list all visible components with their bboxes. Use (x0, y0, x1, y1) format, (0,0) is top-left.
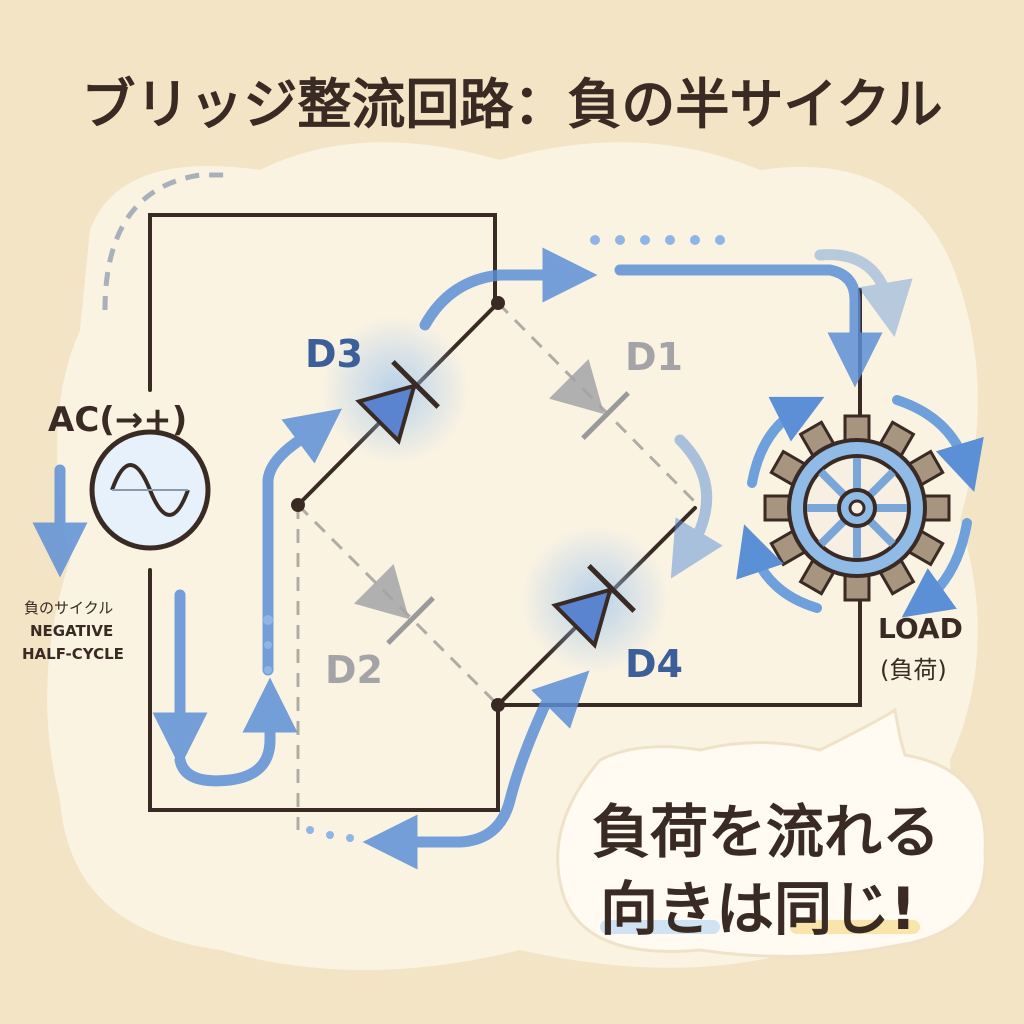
dashed-arrow-top (102, 172, 225, 311)
cycle-note-en1: NEGATIVE (30, 622, 114, 640)
diode-d2 (353, 563, 435, 645)
diode-d4 (551, 564, 636, 649)
ac-source (89, 429, 211, 551)
cycle-note-jp: 負のサイクル (24, 599, 114, 617)
cycle-note-en2: HALF-CYCLE (22, 645, 124, 663)
nodes (291, 296, 505, 712)
page-title: ブリッジ整流回路：負の半サイクル (81, 73, 943, 136)
speech-bubble (556, 707, 987, 958)
load-label: LOAD (878, 612, 963, 645)
dotted-trails (263, 235, 725, 842)
diode-d2-label: D2 (325, 648, 383, 692)
bubble-line-1: 負荷を流れる (592, 798, 941, 866)
diode-d3 (355, 360, 440, 445)
bubble-line-2: 向きは同じ! (600, 875, 917, 943)
load-label-jp: (負荷) (880, 656, 947, 684)
diode-d1-label: D1 (625, 335, 683, 379)
diode-d4-label: D4 (625, 642, 683, 686)
diode-d3-label: D3 (305, 332, 363, 376)
ac-label: AC(→+) (48, 400, 188, 440)
current-flow-arrows (32, 247, 913, 870)
inactive-wires (296, 301, 700, 830)
diode-d1 (548, 358, 630, 440)
load-gear (736, 395, 984, 618)
